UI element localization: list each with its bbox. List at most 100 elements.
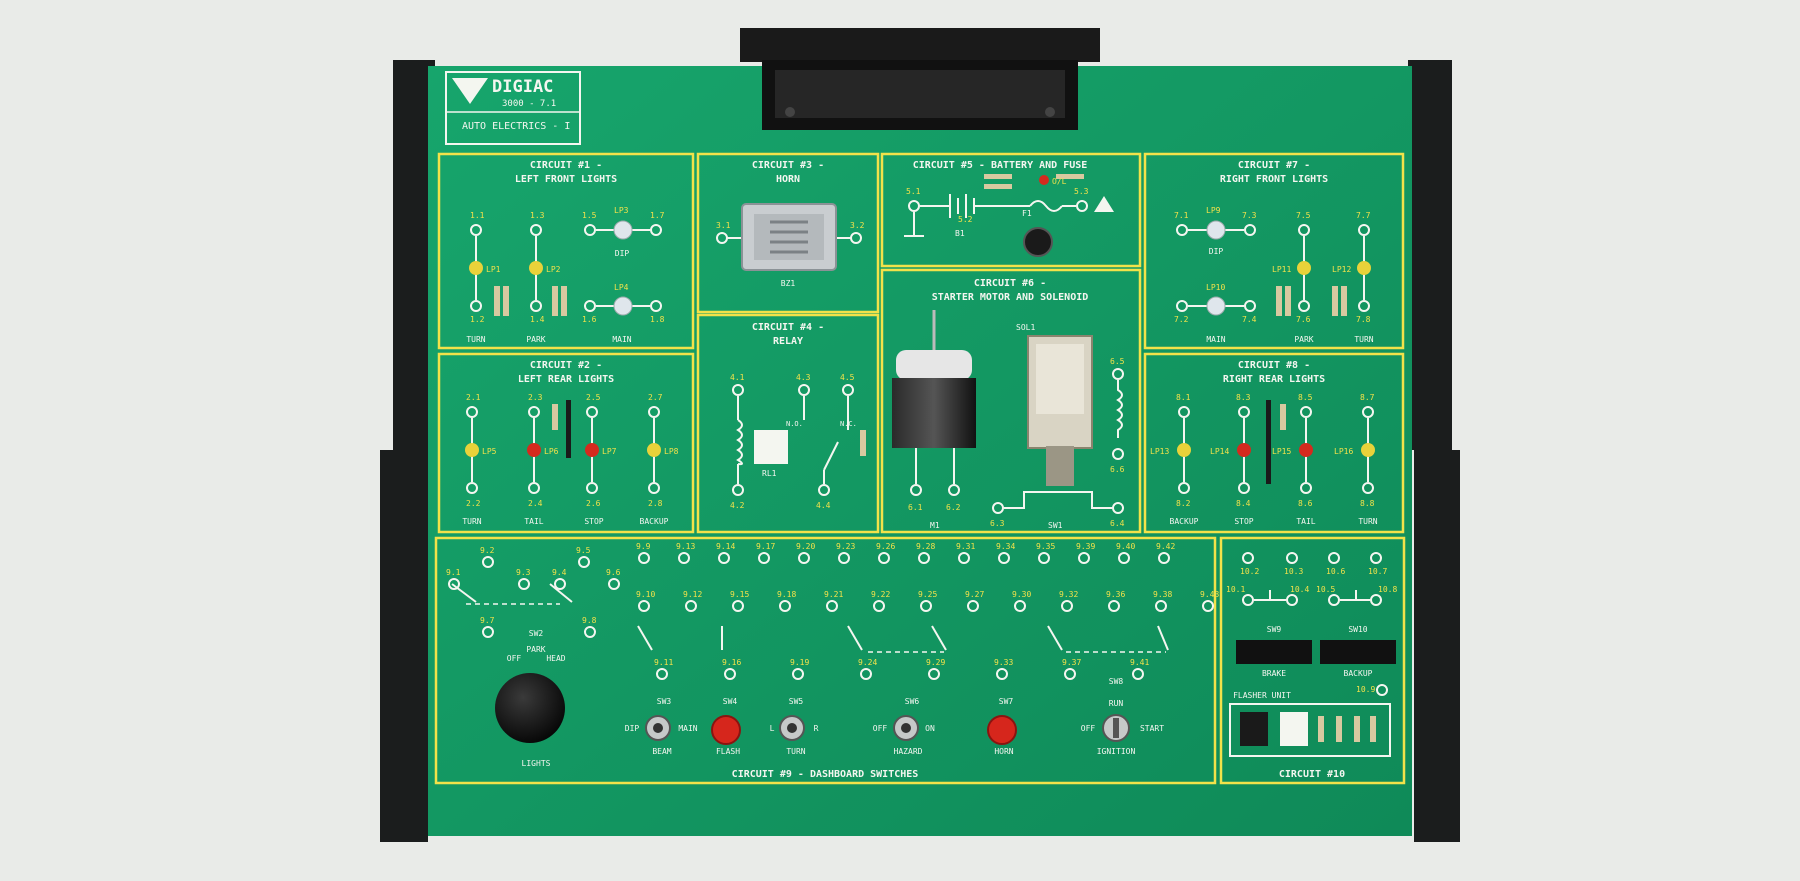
socket-node-9-37[interactable]	[1064, 668, 1076, 680]
toggle-beam[interactable]	[645, 715, 671, 741]
socket-node-9-5[interactable]	[578, 556, 590, 568]
lights-rotary-knob[interactable]	[495, 673, 565, 743]
sw8-id: SW8	[1109, 677, 1124, 686]
socket-node-9-38[interactable]	[1155, 600, 1167, 612]
socket-node-9-43[interactable]	[1202, 600, 1214, 612]
socket-node-9-18[interactable]	[779, 600, 791, 612]
circuit-5: 5.1 5.2 5.3 O/L B1 F1	[904, 174, 1114, 257]
node-8-7: 8.7	[1360, 393, 1375, 402]
socket-node-9-6[interactable]	[608, 578, 620, 590]
socket-node-9-11[interactable]	[656, 668, 668, 680]
socket-node-9-2[interactable]	[482, 556, 494, 568]
socket-node-9-41[interactable]	[1132, 668, 1144, 680]
socket-node-9-23[interactable]	[838, 552, 850, 564]
lamp-lp5	[465, 443, 479, 457]
socket-node-9-19[interactable]	[792, 668, 804, 680]
relay-rl1-label: RL1	[762, 469, 777, 478]
toggle-hazard[interactable]	[893, 715, 919, 741]
socket-node-9-20[interactable]	[798, 552, 810, 564]
node-2-7: 2.7	[648, 393, 663, 402]
socket-node-9-8[interactable]	[584, 626, 596, 638]
socket-node-9-21[interactable]	[826, 600, 838, 612]
lamp-lp11-label: LP11	[1272, 265, 1291, 274]
socket-node-9-13[interactable]	[678, 552, 690, 564]
socket-node-9-4[interactable]	[554, 578, 566, 590]
fuse-holder-f1	[1023, 227, 1053, 257]
node-8-8: 8.8	[1360, 499, 1375, 508]
node-5-1: 5.1	[906, 187, 921, 196]
socket-node-9-40[interactable]	[1118, 552, 1130, 564]
socket-node-9-34[interactable]	[998, 552, 1010, 564]
overload-label: O/L	[1052, 177, 1067, 186]
backup-switch-sw10[interactable]	[1320, 640, 1396, 664]
socket-node-9-12[interactable]	[685, 600, 697, 612]
node-5-3: 5.3	[1074, 187, 1089, 196]
socket-node-9-14[interactable]	[718, 552, 730, 564]
pos-hazard-on: ON	[925, 724, 935, 733]
node-8-6: 8.6	[1298, 499, 1313, 508]
socket-node-9-42[interactable]	[1158, 552, 1170, 564]
socket-node-9-9[interactable]	[638, 552, 650, 564]
label-node-9-2: 9.2	[480, 546, 495, 555]
pos-off: OFF	[507, 654, 522, 663]
socket-node-9-10[interactable]	[638, 600, 650, 612]
socket-node-9-16[interactable]	[724, 668, 736, 680]
socket-node-9-3[interactable]	[518, 578, 530, 590]
socket-node-9-26[interactable]	[878, 552, 890, 564]
socket-node-9-7[interactable]	[482, 626, 494, 638]
label-node-9-20: 9.20	[796, 542, 815, 551]
sw6-id: SW6	[905, 697, 920, 706]
node-7-4: 7.4	[1242, 315, 1257, 324]
pos-r: R	[814, 724, 819, 733]
label-node-9-29: 9.29	[926, 658, 945, 667]
pos-ign-start: START	[1140, 724, 1164, 733]
socket-node-9-15[interactable]	[732, 600, 744, 612]
node-10-5: 10.5	[1316, 585, 1335, 594]
c8-tail-label: TAIL	[1296, 517, 1315, 526]
node-1-6: 1.6	[582, 315, 597, 324]
label-node-9-21: 9.21	[824, 590, 843, 599]
label-node-9-22: 9.22	[871, 590, 890, 599]
horn-pushbutton[interactable]	[987, 715, 1017, 745]
socket-node-9-39[interactable]	[1078, 552, 1090, 564]
flash-pushbutton[interactable]	[711, 715, 741, 745]
lamp-lp10-label: LP10	[1206, 283, 1225, 292]
socket-node-9-35[interactable]	[1038, 552, 1050, 564]
c9-node-sockets	[448, 552, 1214, 680]
c2-backup-label: BACKUP	[640, 517, 669, 526]
socket-node-9-36[interactable]	[1108, 600, 1120, 612]
socket-node-9-17[interactable]	[758, 552, 770, 564]
socket-node-9-1[interactable]	[448, 578, 460, 590]
section-frames	[434, 152, 1406, 785]
sw9-id: SW9	[1267, 625, 1282, 634]
label-node-9-18: 9.18	[777, 590, 796, 599]
lamp-lp1	[469, 261, 483, 275]
node-10-6: 10.6	[1326, 567, 1345, 576]
brake-switch-sw9[interactable]	[1236, 640, 1312, 664]
node-5-2: 5.2	[958, 215, 973, 224]
sw-beam-label: BEAM	[652, 747, 671, 756]
c2-subtitle: LEFT REAR LIGHTS	[518, 374, 614, 385]
sw-hazard-label: HAZARD	[894, 747, 923, 756]
ignition-keyswitch[interactable]	[1102, 714, 1130, 742]
socket-node-9-30[interactable]	[1014, 600, 1026, 612]
lamp-lp8	[647, 443, 661, 457]
circuit-7: 7.1 7.2 7.3 7.4 7.5 7.6 7.7 7.8 LP9 LP10…	[1174, 206, 1374, 344]
node-6-1: 6.1	[908, 503, 923, 512]
socket-node-9-25[interactable]	[920, 600, 932, 612]
lamp-lp5-label: LP5	[482, 447, 497, 456]
socket-node-9-27[interactable]	[967, 600, 979, 612]
socket-node-9-22[interactable]	[873, 600, 885, 612]
toggle-turn[interactable]	[779, 715, 805, 741]
lamp-lp9-label: LP9	[1206, 206, 1221, 215]
socket-node-9-24[interactable]	[860, 668, 872, 680]
socket-node-9-31[interactable]	[958, 552, 970, 564]
sw10-id: SW10	[1348, 625, 1367, 634]
socket-node-9-32[interactable]	[1061, 600, 1073, 612]
socket-node-9-29[interactable]	[928, 668, 940, 680]
node-1-3: 1.3	[530, 211, 545, 220]
socket-node-9-33[interactable]	[996, 668, 1008, 680]
c2-stop-label: STOP	[584, 517, 603, 526]
lamp-lp12-label: LP12	[1332, 265, 1351, 274]
socket-node-9-28[interactable]	[918, 552, 930, 564]
